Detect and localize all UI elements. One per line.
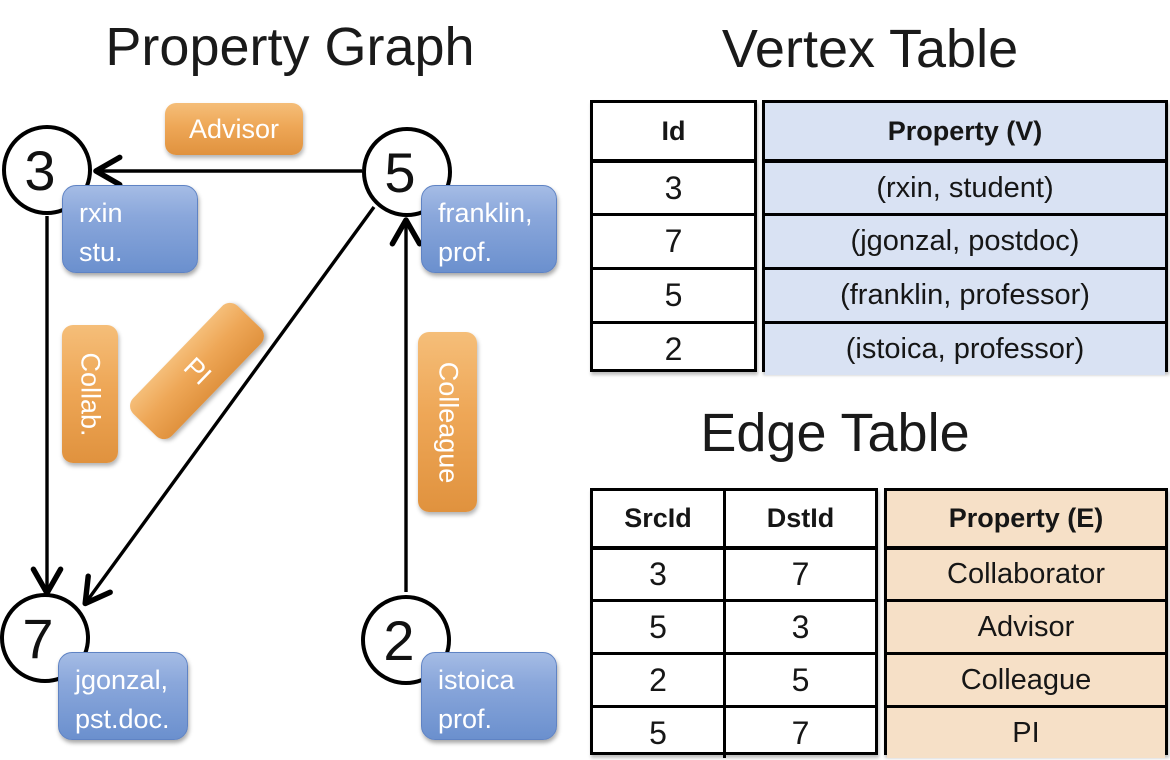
- vertex-table-property-header: Property (V): [765, 103, 1165, 159]
- vertex-node-7-id: 7: [22, 606, 54, 670]
- vertex-table-title: Vertex Table: [721, 19, 1019, 79]
- vertex-node-2: 2: [361, 595, 451, 685]
- table-cell: Colleague: [887, 652, 1165, 705]
- table-cell: 5: [649, 714, 667, 751]
- edge-label-colleague: Colleague: [418, 332, 477, 512]
- table-cell: 3: [649, 556, 667, 592]
- edge-table-src-header: SrcId: [624, 503, 692, 533]
- vertex-table-property-column: Property (V) (rxin, student) (jgonzal, p…: [762, 100, 1168, 375]
- property-graph-title: Property Graph: [105, 17, 475, 77]
- edge-pi-line: [82, 205, 376, 607]
- edge-table-property-column: Property (E) Collaborator Advisor Collea…: [884, 488, 1168, 758]
- vertex-node-2-id: 2: [383, 608, 415, 672]
- edge-label-colleague-text: Colleague: [433, 361, 463, 483]
- table-cell: 5: [649, 608, 667, 645]
- table-row: 2 5: [593, 652, 875, 705]
- vertex-table-id-column: Id 3 7 5 2: [590, 100, 757, 372]
- edge-table-src-dst-columns: SrcId DstId 3 7 5 3 2 5 5 7: [590, 488, 878, 758]
- table-cell: 2: [649, 661, 667, 698]
- table-cell: 7: [723, 550, 875, 599]
- vertex-card-3-line1: rxin: [79, 198, 123, 228]
- table-row: 5 3: [593, 599, 875, 652]
- table-cell: (jgonzal, postdoc): [765, 213, 1165, 267]
- table-cell: Advisor: [887, 599, 1165, 652]
- table-cell: (franklin, professor): [765, 267, 1165, 321]
- vertex-card-5: franklin, prof.: [421, 185, 557, 273]
- edge-table-dst-header: DstId: [723, 491, 875, 546]
- table-cell: (rxin, student): [765, 159, 1165, 213]
- table-cell: (istoica, professor): [765, 321, 1165, 375]
- edge-label-advisor-text: Advisor: [188, 113, 280, 144]
- edge-label-collab-text: Collab.: [75, 351, 106, 437]
- edge-table-srcdst-header-row: SrcId DstId: [593, 491, 875, 546]
- vertex-card-2: istoica prof.: [421, 652, 557, 740]
- vertex-card-7-line2: pst.doc.: [75, 704, 170, 735]
- edge-table-property-header: Property (E): [887, 491, 1165, 546]
- table-cell: PI: [887, 705, 1165, 758]
- vertex-card-5-line1: franklin,: [438, 198, 533, 228]
- vertex-card-2-line1: istoica: [438, 665, 515, 695]
- vertex-card-2-line2: prof.: [438, 704, 493, 735]
- table-cell: 2: [593, 321, 754, 375]
- table-cell: 5: [723, 655, 875, 705]
- table-row: 3 7: [593, 546, 875, 599]
- vertex-card-5-line2: prof.: [438, 237, 493, 268]
- vertex-card-3: rxin stu.: [62, 185, 198, 273]
- edge-label-pi-text: PI: [177, 350, 217, 391]
- vertex-card-7: jgonzal, pst.doc.: [58, 652, 188, 740]
- table-cell: 3: [593, 159, 754, 213]
- vertex-node-3-id: 3: [24, 138, 56, 202]
- edge-table-title: Edge Table: [700, 403, 970, 463]
- table-cell: 5: [593, 267, 754, 321]
- vertex-card-7-line1: jgonzal,: [75, 665, 169, 695]
- table-row: 5 7: [593, 705, 875, 758]
- vertex-card-3-line2: stu.: [79, 237, 123, 268]
- table-cell: 7: [593, 213, 754, 267]
- vertex-table-id-header: Id: [661, 115, 686, 146]
- edge-label-advisor: Advisor: [165, 103, 303, 155]
- table-cell: Collaborator: [887, 546, 1165, 599]
- edge-label-collab: Collab.: [62, 325, 118, 463]
- table-cell: 7: [723, 708, 875, 758]
- vertex-node-5-id: 5: [384, 140, 416, 204]
- vertex-node-5: 5: [362, 127, 452, 217]
- graph-edges-layer: [30, 154, 423, 607]
- table-cell: 3: [723, 602, 875, 652]
